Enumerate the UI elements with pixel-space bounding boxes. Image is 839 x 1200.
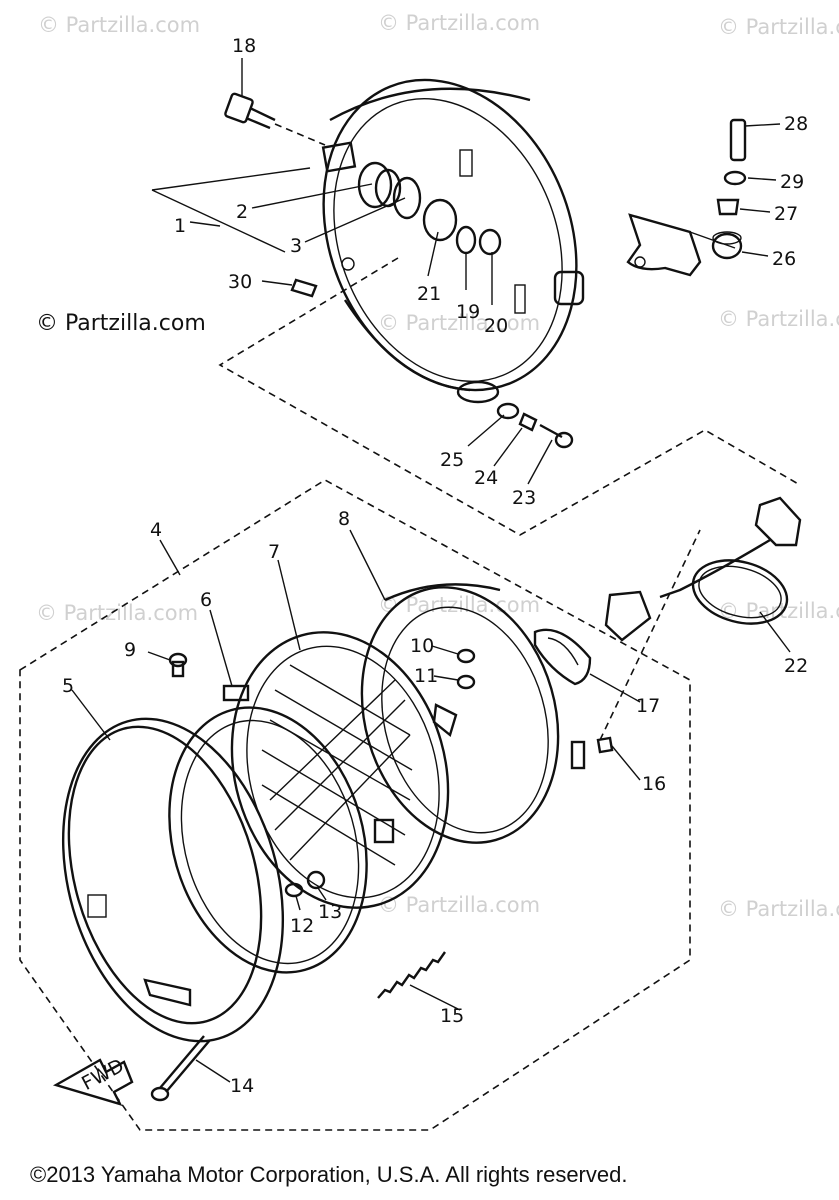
callout-11: 11: [414, 665, 438, 687]
watermark: © Partzilla.com: [378, 593, 540, 617]
callout-25: 25: [440, 449, 464, 471]
watermark: © Partzilla.com: [718, 897, 839, 921]
callout-12: 12: [290, 915, 314, 937]
leader-lines: [71, 58, 553, 911]
callout-18: 18: [232, 35, 256, 57]
small-fasteners: [147, 645, 641, 898]
screw-30: [261, 278, 318, 298]
watermark: © Partzilla.com: [378, 893, 540, 917]
callout-10: 10: [410, 635, 434, 657]
callout-9: 9: [124, 639, 136, 661]
callout-14: 14: [230, 1075, 254, 1097]
callout-7: 7: [268, 541, 280, 563]
copyright-notice: ©2013 Yamaha Motor Corporation, U.S.A. A…: [30, 1162, 628, 1187]
callout-19: 19: [456, 301, 480, 323]
callout-17: 17: [636, 695, 660, 717]
callout-3: 3: [290, 235, 302, 257]
callout-4: 4: [150, 519, 162, 541]
callout-22: 22: [784, 655, 808, 677]
wire-harness: [604, 496, 802, 653]
bolt-18: [224, 92, 326, 146]
callout-26: 26: [772, 248, 796, 270]
retaining-ring: [168, 684, 368, 974]
callout-21: 21: [417, 283, 441, 305]
callout-13: 13: [318, 901, 342, 923]
watermark: © Partzilla.com: [718, 15, 839, 39]
callout-28: 28: [784, 113, 808, 135]
headlight-case: [360, 583, 586, 844]
callout-24: 24: [474, 467, 498, 489]
headlight-rim: [61, 717, 285, 1043]
watermark: © Partzilla.com: [718, 599, 839, 623]
watermark: © Partzilla.com: [378, 11, 540, 35]
watermark: © Partzilla.com: [378, 311, 540, 335]
callout-2: 2: [236, 201, 248, 223]
cover-17: [533, 628, 641, 703]
assembly-dashed-lines: [218, 257, 801, 741]
watermark-prominent: © Partzilla.com: [36, 311, 206, 336]
callout-23: 23: [512, 487, 536, 509]
adjusting-spring: [377, 951, 461, 1011]
assembly-bracket-1: [151, 167, 311, 253]
callout-27: 27: [774, 203, 798, 225]
adjusting-screw: [150, 1035, 231, 1102]
mount-bracket: [626, 118, 781, 277]
callout-30: 30: [228, 271, 252, 293]
callout-29: 29: [780, 171, 804, 193]
callout-5: 5: [62, 675, 74, 697]
headlight-housing: [321, 78, 585, 404]
callout-1: 1: [174, 215, 186, 237]
watermark-layer: © Partzilla.com © Partzilla.com © Partzi…: [36, 11, 839, 921]
headlight-unit-4: [19, 479, 691, 1131]
callout-16: 16: [642, 773, 666, 795]
callout-labels: 18 1 2 3 30 21 19 20 28 29 27 26 25 24 2…: [62, 35, 808, 1097]
callout-20: 20: [484, 315, 508, 337]
watermark: © Partzilla.com: [718, 307, 839, 331]
watermark: © Partzilla.com: [38, 13, 200, 37]
callout-15: 15: [440, 1005, 464, 1027]
headlight-lens: [230, 631, 450, 909]
callout-6: 6: [200, 589, 212, 611]
fwd-arrow-icon: FWD: [52, 1055, 134, 1106]
callout-8: 8: [338, 508, 350, 530]
washer-nut-screw: [496, 402, 574, 449]
watermark: © Partzilla.com: [36, 601, 198, 625]
